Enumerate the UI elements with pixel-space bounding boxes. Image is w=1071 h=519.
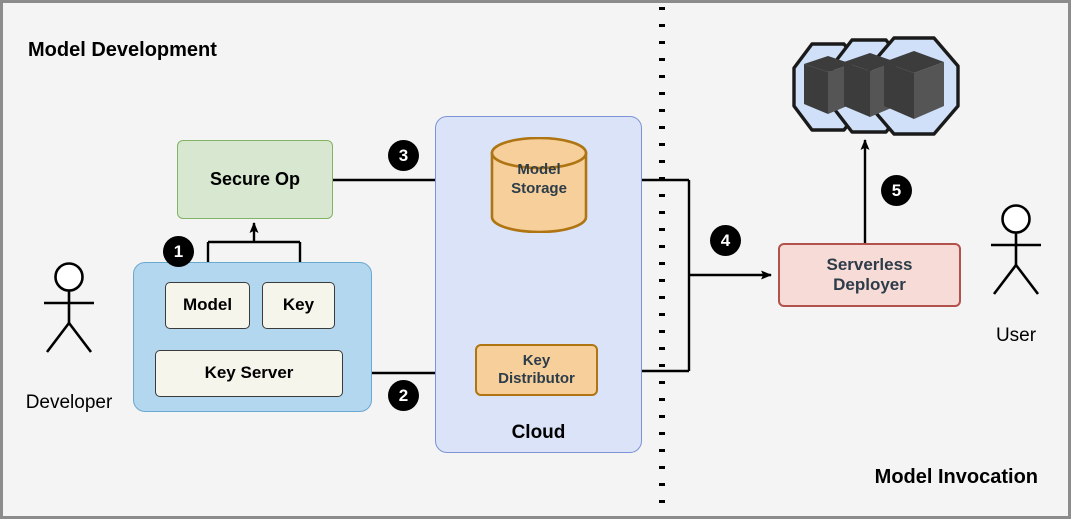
serverless-deployer-label-line1: Serverless — [826, 254, 913, 274]
secure-op-label: Secure Op — [209, 168, 301, 189]
step-badge-2: 2 — [388, 380, 419, 411]
node-secure-op[interactable]: Secure Op — [177, 140, 333, 219]
section-title-model-invocation: Model Invocation — [874, 466, 1038, 488]
cube-3 — [884, 51, 944, 119]
step-badge-5: 5 — [881, 175, 912, 206]
step-badge-1: 1 — [163, 236, 194, 267]
section-title-model-development: Model Development — [28, 39, 217, 61]
serverless-deployer-label-line2: Deployer — [833, 275, 906, 294]
node-model[interactable]: Model — [165, 282, 250, 329]
model-label: Model — [182, 295, 233, 315]
step-badge-4: 4 — [710, 225, 741, 256]
developer-actor-icon — [44, 262, 94, 353]
node-key-server[interactable]: Key Server — [155, 350, 343, 397]
node-serverless-deployer[interactable]: Serverless Deployer — [778, 243, 961, 307]
key-distributor-label-line1: Key — [522, 352, 551, 370]
developer-actor-label: Developer — [25, 392, 113, 413]
key-distributor-label-line2: Distributor — [498, 370, 575, 387]
node-key[interactable]: Key — [262, 282, 335, 329]
node-key-distributor[interactable]: Key Distributor — [475, 344, 598, 396]
key-server-label: Key Server — [204, 363, 294, 383]
user-actor-label: User — [995, 325, 1037, 346]
user-actor-icon — [991, 204, 1041, 295]
lambda-functions-icon[interactable] — [782, 34, 972, 138]
key-label: Key — [282, 295, 315, 315]
cloud-label: Cloud — [511, 421, 566, 443]
step-badge-3: 3 — [388, 140, 419, 171]
node-model-storage[interactable] — [490, 137, 588, 233]
